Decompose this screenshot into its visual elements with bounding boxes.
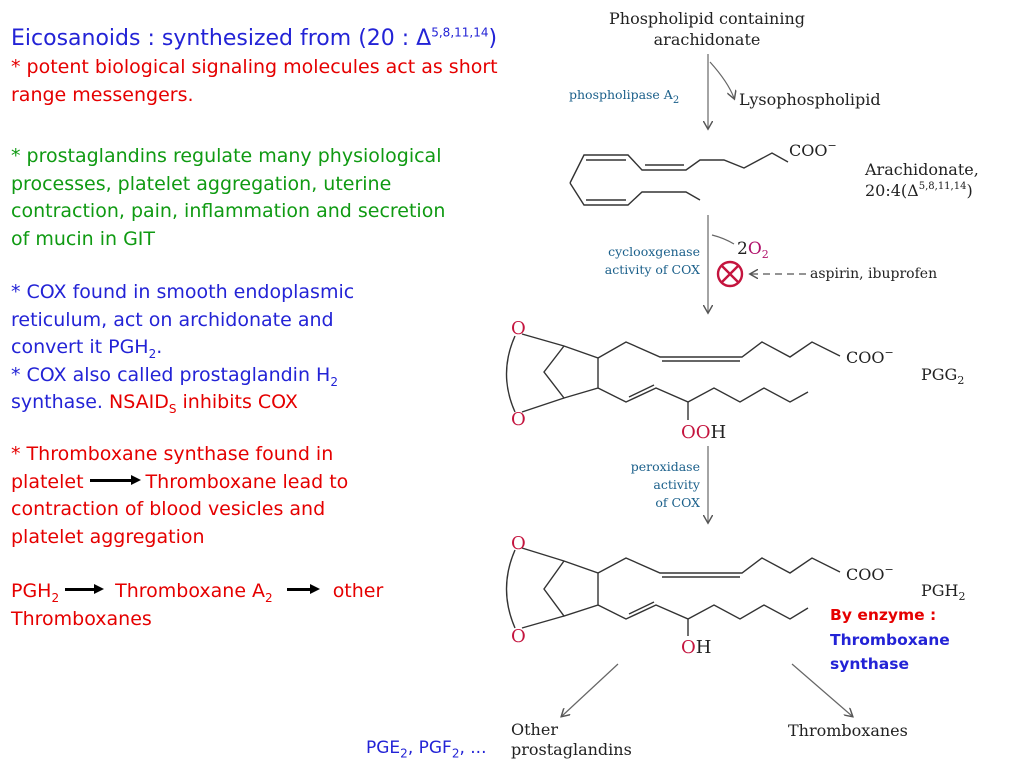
arrow-icon [89, 474, 141, 485]
ring-oxygen-top: O [511, 533, 526, 554]
lysophospholipid-label: Lysophospholipid [739, 90, 881, 109]
branch-arrow-thromboxanes [791, 663, 852, 716]
enzyme-cyclooxygenase-label: cyclooxgenase [608, 244, 700, 259]
enzyme-peroxidase-label: peroxidase [631, 459, 700, 474]
arachidonate-label: Arachidonate, [864, 160, 979, 179]
pgg2-label: PGG2 [921, 365, 964, 387]
paragraph-signaling: * potent biological signaling molecules … [11, 56, 498, 106]
ring-oxygen-bottom: O [511, 409, 526, 430]
pgh2-label: PGH2 [921, 581, 966, 603]
inhibition-icon [716, 260, 744, 288]
pgh2-structure [505, 547, 841, 636]
arrow-icon [65, 584, 105, 594]
pgh2-coo-label: COO− [846, 563, 894, 584]
phospholipid-label: Phospholipid containing [609, 9, 805, 28]
hydroxy-label: OH [681, 637, 711, 658]
arachidonate-source-label: arachidonate [654, 30, 761, 49]
arrow-icon [286, 584, 320, 594]
other-prostaglandins-label: Other [511, 720, 558, 739]
pgg2-structure [505, 333, 841, 420]
reactant-arrow [711, 234, 735, 245]
inhibitors-label: aspirin, ibuprofen [810, 266, 937, 282]
paragraph-prostaglandins: * prostaglandins regulate many physiolog… [11, 145, 446, 250]
arachidonate-notation-label: 20:4(Δ5,8,11,14) [865, 181, 973, 200]
paragraph-cox: * COX found in smooth endoplasmic reticu… [11, 281, 355, 416]
other-prostaglandins-label-line2: prostaglandins [511, 740, 632, 759]
other-prostaglandins-examples: PGE2, PGF2, ... [366, 738, 487, 761]
paragraph-thromboxane: * Thromboxane synthase found in platelet… [11, 443, 349, 548]
pgg2-coo-label: COO− [846, 346, 894, 367]
oxygen-label: 2O2 [737, 239, 769, 261]
hydroperoxy-label: OOH [681, 422, 726, 443]
coo-group-label: COO− [789, 139, 837, 160]
thromboxanes-label: Thromboxanes [788, 721, 908, 740]
enzyme-cox-activity-label: activity of COX [605, 262, 700, 277]
branch-arrow-prostaglandins [562, 663, 619, 716]
enzyme-phospholipase-label: phospholipase A2 [569, 87, 679, 106]
side-product-arrow [709, 61, 734, 98]
slide-title: Eicosanoids : synthesized from (20 : Δ5,… [11, 25, 498, 51]
arachidonate-structure [569, 152, 789, 206]
enzyme-of-cox-label: of COX [655, 495, 700, 510]
ring-oxygen-bottom: O [511, 626, 526, 647]
ring-oxygen-top: O [511, 318, 526, 339]
enzyme-activity-label: activity [653, 477, 701, 492]
thromboxane-synthase-note: By enzyme : Thromboxane synthase [830, 606, 950, 673]
